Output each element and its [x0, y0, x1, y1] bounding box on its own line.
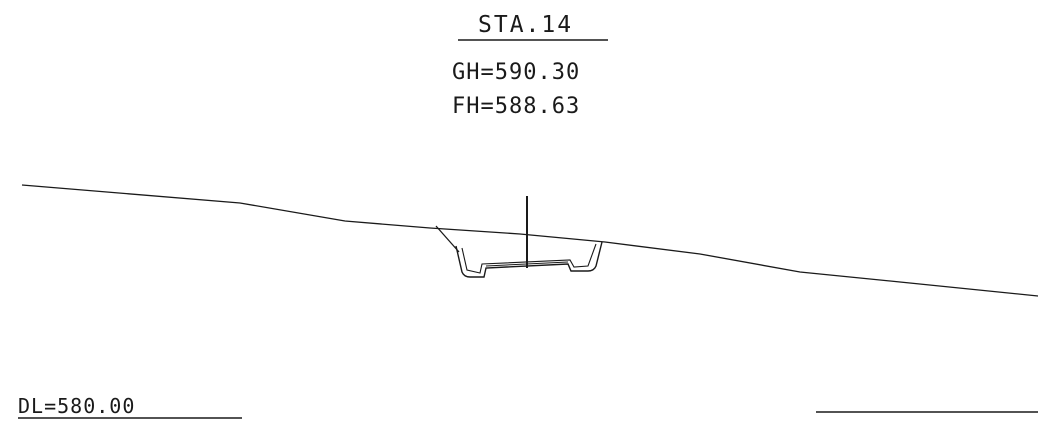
formation-height-label: FH=588.63	[452, 94, 581, 119]
cut-slope-left	[435, 225, 460, 253]
road-section-inner	[461, 243, 597, 274]
station-label: STA.14	[478, 12, 574, 38]
datum-level-label: DL=580.00	[18, 394, 136, 418]
road-section-outline	[455, 241, 603, 278]
ground-height-label: GH=590.30	[452, 60, 581, 85]
pavement-surface	[485, 261, 569, 267]
ground-profile-line	[21, 184, 1039, 297]
